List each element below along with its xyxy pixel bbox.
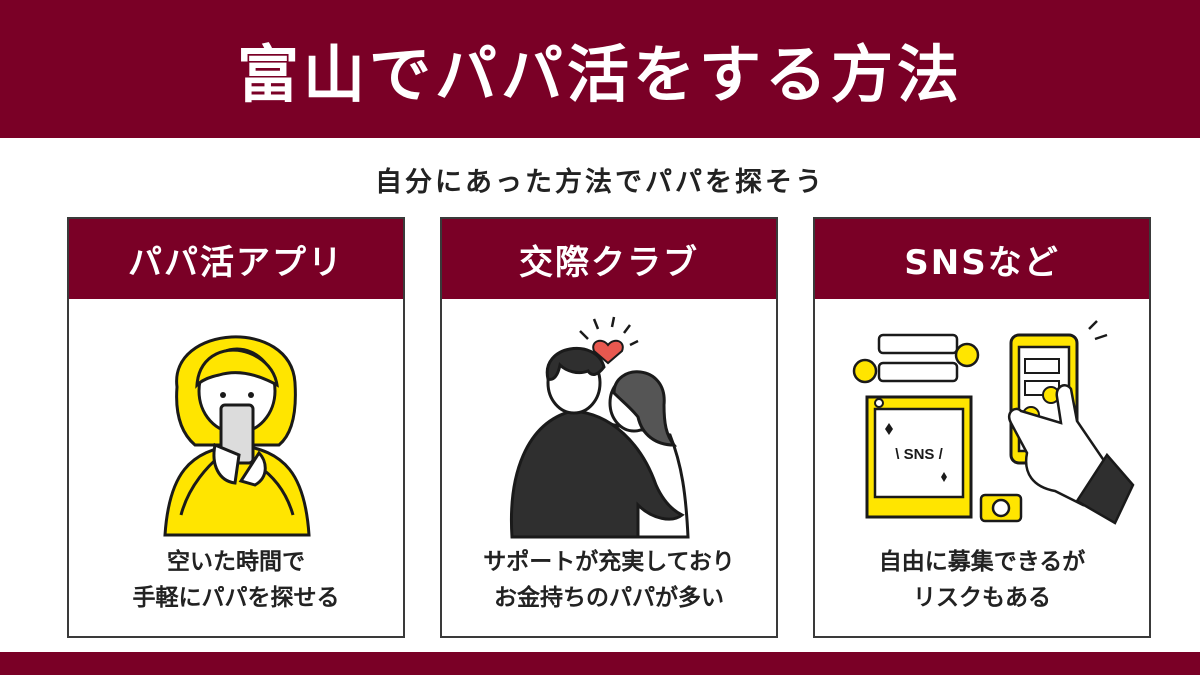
card-description-line: お金持ちのパパが多い bbox=[494, 584, 724, 611]
page-title: 富山でパパ活をする方法 bbox=[236, 38, 963, 111]
card-heading-app: パパ活アプリ bbox=[69, 219, 403, 299]
method-card-app: パパ活アプリ 空いた時間で 手軽にパパ bbox=[67, 217, 405, 638]
subtitle: 自分にあった方法でパパを探そう bbox=[375, 167, 825, 198]
card-description-club: サポートが充実しており お金持ちのパパが多い bbox=[442, 545, 776, 616]
card-description-line: リスクもある bbox=[913, 584, 1051, 611]
card-description-app: 空いた時間で 手軽にパパを探せる bbox=[69, 545, 403, 616]
card-description-sns: 自由に募集できるが リスクもある bbox=[815, 545, 1149, 616]
card-heading-sns: SNSなど bbox=[815, 219, 1149, 299]
sns-illustration: \ SNS / bbox=[815, 305, 1149, 545]
method-card-sns: SNSなど \ SNS / bbox=[813, 217, 1151, 638]
card-heading-club: 交際クラブ bbox=[442, 219, 776, 299]
bottom-bar bbox=[0, 652, 1200, 675]
card-description-line: サポートが充実しており bbox=[483, 549, 735, 575]
card-description-line: 自由に募集できるが bbox=[878, 549, 1086, 575]
card-description-line: 空いた時間で bbox=[167, 549, 305, 575]
card-description-line: 手軽にパパを探せる bbox=[132, 584, 340, 611]
method-card-club: 交際クラブ サポートが充実しており お金持ちのパパが多い bbox=[440, 217, 778, 638]
embracing-couple-illustration bbox=[442, 305, 776, 545]
title-banner: 富山でパパ活をする方法 bbox=[0, 0, 1200, 138]
woman-with-smartphone-illustration bbox=[69, 305, 403, 545]
sns-post-label: \ SNS / bbox=[895, 446, 943, 463]
